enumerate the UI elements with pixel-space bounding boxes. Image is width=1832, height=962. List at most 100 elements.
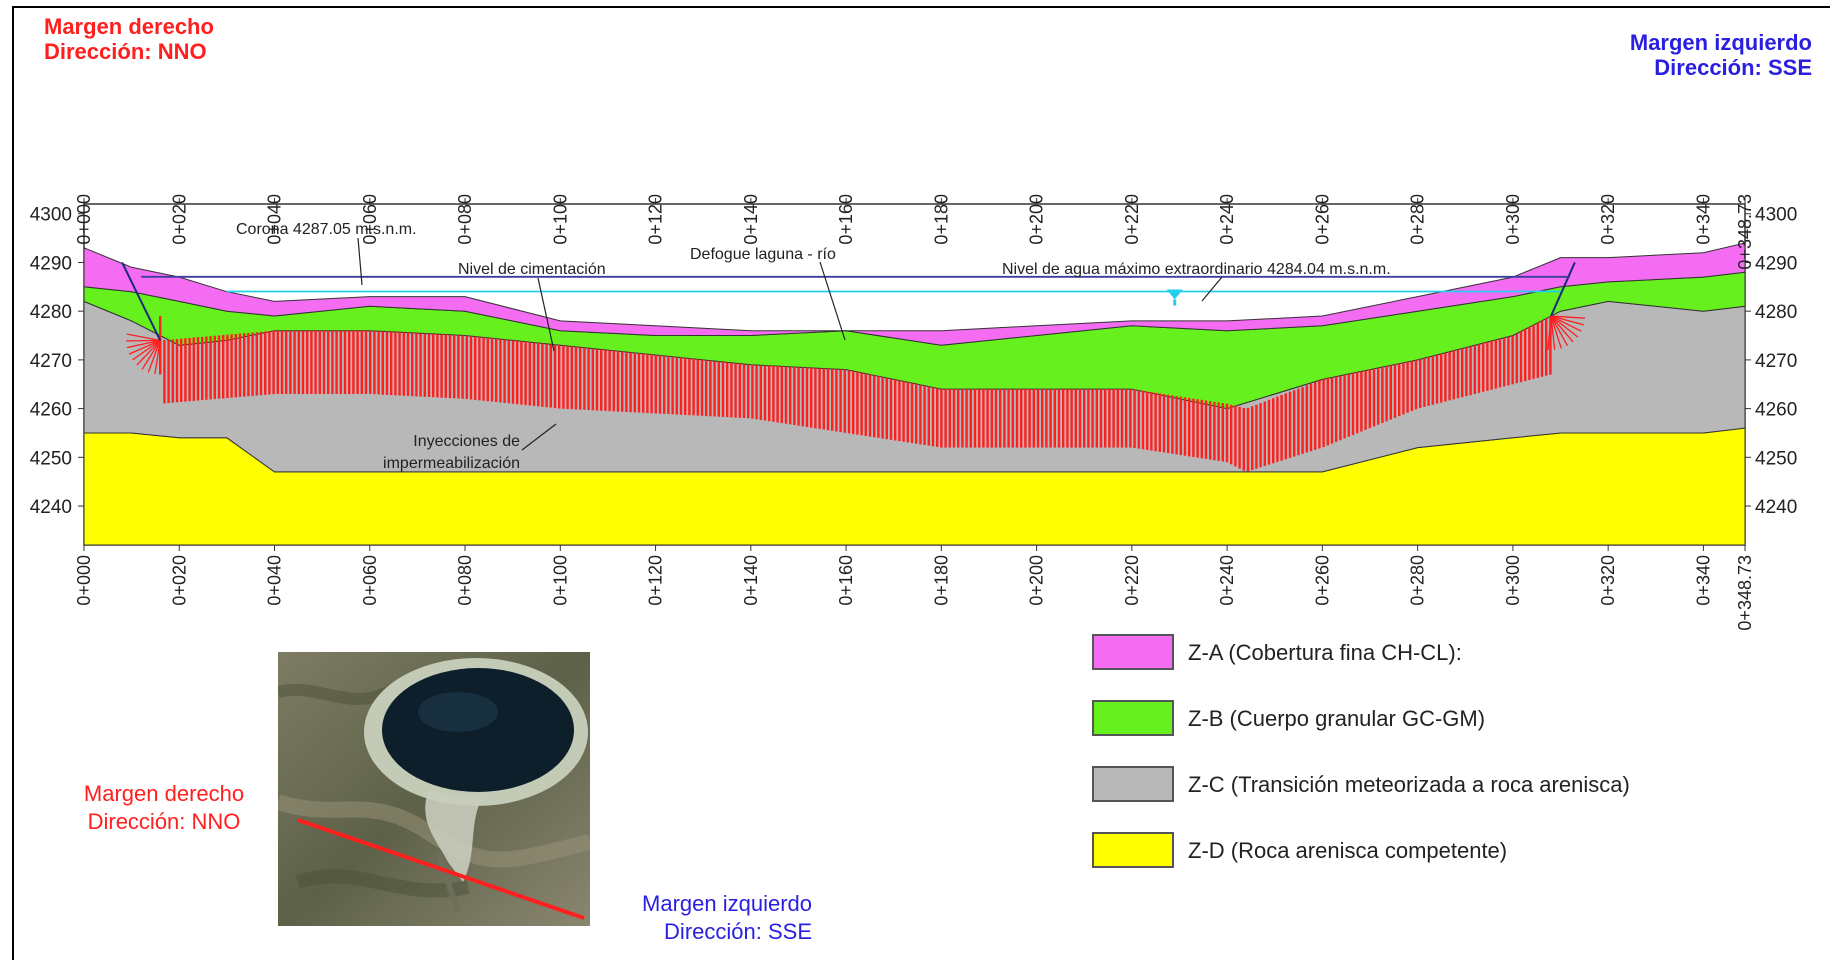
y-tick-label-right: 4270 (1755, 351, 1797, 372)
injection-fan-ray (1550, 315, 1584, 326)
legend-swatch-zc (1092, 766, 1174, 802)
injection-curtain-group (126, 315, 1585, 472)
map-left-bank-name: Margen izquierdo (642, 891, 812, 916)
outlet-channel (425, 792, 483, 882)
x-tick-label-bottom: 0+000 (74, 555, 94, 606)
x-tick-label-bottom: 0+200 (1027, 555, 1047, 606)
injections-label-1: Inyecciones de (413, 433, 520, 450)
satellite-photo (278, 652, 590, 926)
crest-leader (357, 237, 363, 286)
x-tick-label-top: 0+300 (1503, 194, 1523, 245)
y-tick-label-right: 4280 (1755, 302, 1797, 323)
injections-leader (521, 423, 557, 451)
injection-fan-ray (1550, 315, 1582, 332)
injection-fan-ray (132, 339, 161, 361)
x-tick-label-top: 0+340 (1693, 194, 1713, 245)
x-tick-label-top: 0+280 (1408, 194, 1428, 245)
injection-fan-ray (136, 339, 161, 366)
x-tick-label-bottom: 0+348.73 (1735, 555, 1755, 631)
abutment-line-right (1550, 262, 1576, 317)
right-bank-title: Margen derecho (44, 14, 214, 39)
x-tick-label-top: 0+220 (1122, 194, 1142, 245)
y-tick-label-left: 4240 (30, 497, 72, 518)
injections-label-2: impermeabilización (383, 455, 520, 472)
y-tick-label-right: 4250 (1755, 448, 1797, 469)
y-tick-label-left: 4270 (30, 351, 72, 372)
x-tick-label-top: 0+020 (169, 194, 189, 245)
y-tick-label-left: 4300 (30, 205, 72, 226)
map-right-bank-name: Margen derecho (83, 781, 245, 806)
x-tick-label-top: 0+120 (646, 194, 666, 245)
annotations-group: Corona 4287.05 m.s.n.m. Nivel de cimentac… (236, 221, 1391, 472)
y-tick-label-left: 4250 (30, 448, 72, 469)
injection-fan-ray (1550, 315, 1579, 338)
x-tick-label-bottom: 0+040 (265, 555, 285, 606)
x-tick-label-bottom: 0+260 (1312, 555, 1332, 606)
x-tick-label-bottom: 0+100 (550, 555, 570, 606)
injection-fan-ray (1550, 315, 1569, 347)
y-tick-label-left: 4280 (30, 302, 72, 323)
x-tick-label-top: 0+080 (455, 194, 475, 245)
injection-fan-ray (1550, 315, 1585, 319)
foundation-leader (537, 277, 555, 352)
injection-fan-ray (141, 340, 161, 370)
abutment-line-left (121, 262, 162, 341)
legend-label-zb: Z-B (Cuerpo granular GC-GM) (1188, 706, 1486, 731)
water-level-marker (1166, 289, 1183, 300)
x-tick-label-bottom: 0+160 (836, 555, 856, 606)
reference-lines-group (121, 262, 1576, 341)
x-tick-label-bottom: 0+300 (1503, 555, 1523, 606)
map-right-bank-label: Margen derecho Dirección: NNO (66, 780, 262, 836)
left-bank-direction: Dirección: SSE (1654, 55, 1812, 80)
y-tick-label-right: 4260 (1755, 400, 1797, 421)
x-tick-label-top: 0+180 (931, 194, 951, 245)
injection-fan-ray (126, 339, 161, 349)
x-tick-label-top: 0+348.73 (1735, 194, 1755, 270)
injection-fan-ray (126, 339, 161, 342)
legend-swatch-zb (1092, 700, 1174, 736)
foundation-label: Nivel de cimentación (458, 261, 606, 278)
right-bank-header: Margen derecho Dirección: NNO (44, 14, 214, 64)
injection-fan-ray (1550, 315, 1556, 350)
x-tick-label-top: 0+040 (265, 194, 285, 245)
injection-fan-ray (154, 340, 161, 375)
max-water-leader (1201, 276, 1223, 302)
x-tick-label-bottom: 0+180 (931, 555, 951, 606)
x-tick-label-bottom: 0+340 (1693, 555, 1713, 606)
right-bank-direction: Dirección: NNO (44, 39, 207, 64)
y-tick-label-right: 4300 (1755, 205, 1797, 226)
x-tick-label-top: 0+060 (360, 194, 380, 245)
x-tick-label-bottom: 0+120 (646, 555, 666, 606)
y-tick-label-left: 4290 (30, 253, 72, 274)
y-tick-label-right: 4290 (1755, 253, 1797, 274)
y-tick-label-left: 4260 (30, 400, 72, 421)
section-line (297, 818, 585, 920)
x-tick-label-bottom: 0+020 (169, 555, 189, 606)
x-tick-label-bottom: 0+140 (741, 555, 761, 606)
y-tick-label-right: 4240 (1755, 497, 1797, 518)
axes-group: 4300 4300 4290 4290 4280 4280 4270 4270 4260 4260… (30, 194, 1798, 631)
legend-label-zd: Z-D (Roca arenisca competente) (1188, 838, 1508, 863)
x-tick-label-bottom: 0+060 (360, 555, 380, 606)
left-bank-header: Margen izquierdo Dirección: SSE (1630, 30, 1812, 80)
x-tick-label-top: 0+140 (741, 194, 761, 245)
x-tick-label-bottom: 0+080 (455, 555, 475, 606)
x-tick-label-top: 0+320 (1598, 194, 1618, 245)
x-tick-label-top: 0+200 (1027, 194, 1047, 245)
max-water-label: Nivel de agua máximo extraordinario 4284… (1002, 261, 1391, 278)
x-tick-label-top: 0+160 (836, 194, 856, 245)
x-tick-label-top: 0+100 (550, 194, 570, 245)
drain-label: Defogue laguna - río (690, 246, 836, 263)
injection-fan-ray (1550, 315, 1562, 349)
map-left-bank-label: Margen izquierdo Dirección: SSE (612, 890, 812, 946)
map-left-bank-direction: Dirección: SSE (664, 919, 812, 944)
legend-swatch-zd (1092, 832, 1174, 868)
crest-label: Corona 4287.05 m.s.n.m. (236, 221, 417, 238)
legend-swatch-za (1092, 634, 1174, 670)
legend-label-za: Z-A (Cobertura fina CH-CL): (1188, 640, 1462, 665)
map-right-bank-direction: Dirección: NNO (87, 809, 241, 834)
x-tick-label-top: 0+240 (1217, 194, 1237, 245)
layer-za (83, 242, 1746, 346)
x-tick-label-top: 0+000 (74, 194, 94, 245)
